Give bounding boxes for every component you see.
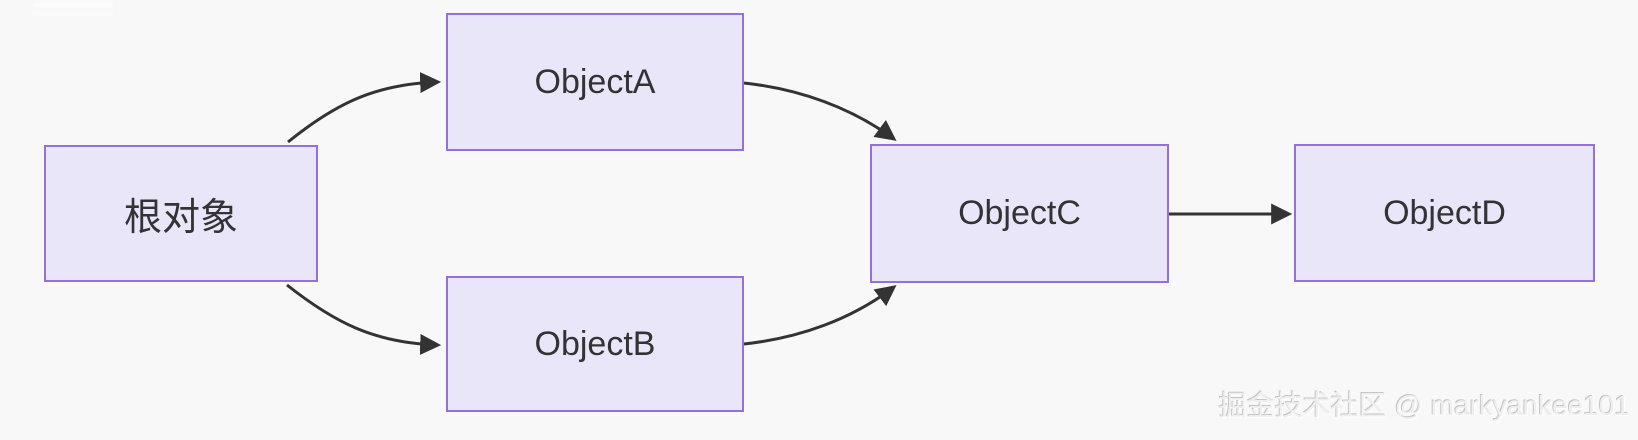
- node-root-label: 根对象: [123, 197, 238, 239]
- edge-objecta-to-objectc: [743, 81, 897, 141]
- node-objectc-label: ObjectC: [958, 194, 1081, 232]
- node-objectc: ObjectC: [870, 144, 1169, 283]
- edge-root-to-objecta: [287, 72, 442, 144]
- watermark-text: 掘金技术社区 @ markyankee101: [1218, 390, 1630, 421]
- watermark-remnant-line: [32, 3, 113, 7]
- node-objectd-label: ObjectD: [1383, 193, 1506, 232]
- edge-root-to-objectb: [286, 283, 442, 355]
- node-objectb-label: ObjectB: [534, 324, 656, 363]
- edge-objectb-to-objectc: [743, 285, 897, 346]
- node-objectb: ObjectB: [446, 276, 744, 412]
- node-root: 根对象: [44, 145, 318, 282]
- watermark-remnant-line: [32, 11, 113, 15]
- node-objecta: ObjectA: [446, 13, 744, 151]
- node-objecta-label: ObjectA: [534, 62, 656, 101]
- node-objectd: ObjectD: [1294, 144, 1595, 282]
